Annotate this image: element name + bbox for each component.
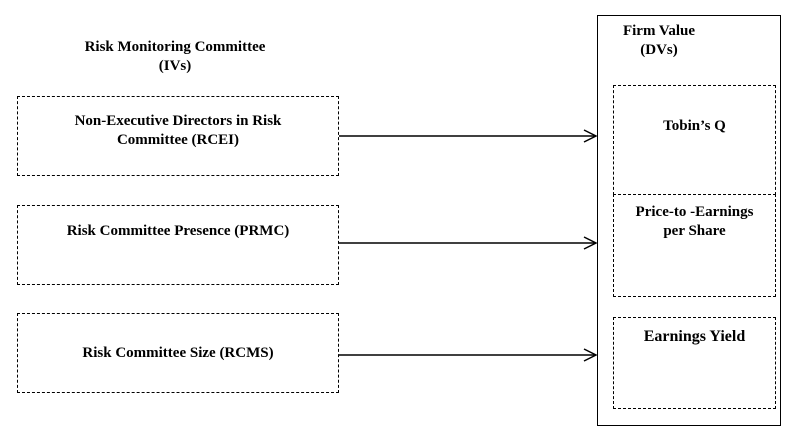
dv-box-pe: Price-to -Earnings per Share: [613, 194, 776, 297]
dv-box-tobins-q-label: Tobin’s Q: [663, 118, 726, 134]
iv-box-rcei-line2: Committee (RCEI): [116, 132, 240, 148]
arrow-rcms-head: [583, 348, 598, 362]
iv-box-rcms: Risk Committee Size (RCMS): [17, 313, 339, 393]
iv-box-prmc-label: Risk Committee Presence (PRMC): [66, 223, 290, 239]
dv-group-title-line1: Firm Value: [622, 23, 696, 39]
dv-container: [597, 15, 781, 426]
iv-group-title: Risk Monitoring Committee (IVs): [40, 38, 310, 76]
iv-group-title-line1: Risk Monitoring Committee: [84, 39, 266, 55]
iv-box-rcms-label: Risk Committee Size (RCMS): [82, 345, 274, 361]
dv-box-pe-label: Price-to -Earnings per Share: [614, 203, 775, 241]
dv-group-title: Firm Value (DVs): [597, 22, 721, 60]
iv-group-title-line2: (IVs): [158, 58, 192, 74]
iv-box-rcei-line1: Non-Executive Directors in Risk: [74, 113, 282, 129]
iv-box-rcei-label: Non-Executive Directors in Risk Committe…: [18, 112, 338, 150]
dv-group-title-line2: (DVs): [640, 42, 678, 58]
arrow-rcei-head: [583, 129, 598, 143]
dv-box-pe-line2: per Share: [663, 223, 726, 239]
dv-box-earnings-yield-label: Earnings Yield: [643, 328, 746, 345]
iv-box-rcei: Non-Executive Directors in Risk Committe…: [17, 96, 339, 176]
arrow-prmc-head: [583, 236, 598, 250]
iv-box-prmc: Risk Committee Presence (PRMC): [17, 205, 339, 285]
dv-box-pe-line1: Price-to -Earnings: [635, 204, 754, 220]
dv-box-tobins-q: Tobin’s Q: [613, 85, 776, 195]
dv-box-earnings-yield: Earnings Yield: [613, 317, 776, 409]
